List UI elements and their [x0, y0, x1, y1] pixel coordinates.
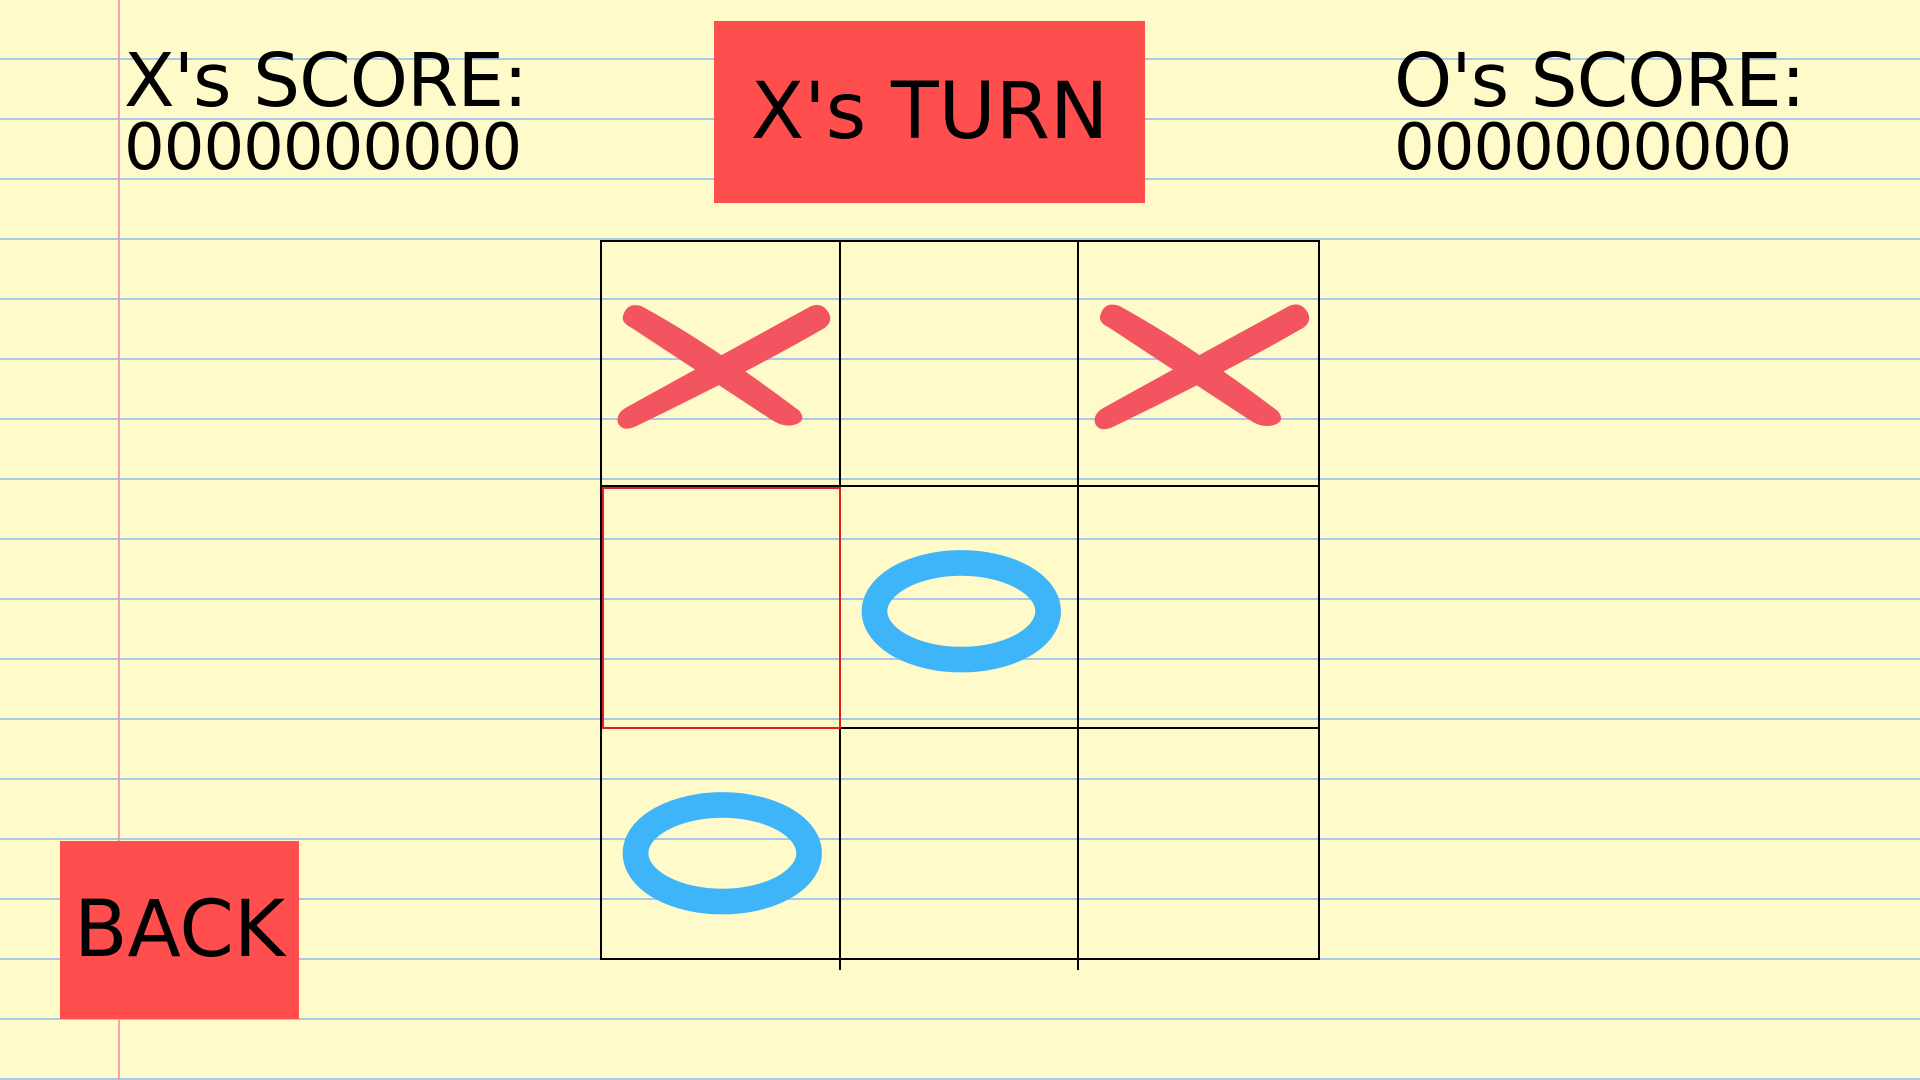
board-cell[interactable] — [840, 486, 1080, 730]
x-score-value: 0000000000 — [124, 111, 522, 185]
o-mark-icon — [602, 729, 839, 970]
o-score-panel: O's SCORE: 0000000000 — [1394, 38, 1806, 185]
board-cell[interactable] — [840, 242, 1080, 487]
back-button[interactable]: BACK — [60, 841, 299, 1019]
turn-indicator: X's TURN — [714, 21, 1145, 203]
x-score-label: X's SCORE: — [124, 38, 528, 124]
game-board — [600, 240, 1320, 970]
board-cell[interactable] — [1079, 242, 1318, 487]
x-score-panel: X's SCORE: 0000000000 — [124, 38, 528, 185]
board-cell[interactable] — [602, 729, 841, 970]
board-cell[interactable] — [841, 729, 1080, 970]
board-cell[interactable] — [602, 242, 841, 487]
o-mark-icon — [841, 487, 1078, 728]
board-cell-selected[interactable] — [602, 486, 841, 730]
x-mark-icon — [1079, 242, 1318, 485]
o-score-value: 0000000000 — [1394, 111, 1792, 185]
board-cell[interactable] — [1079, 729, 1318, 970]
board-cell[interactable] — [1079, 487, 1318, 730]
x-mark-icon — [602, 242, 839, 485]
paper-margin-line — [118, 0, 120, 1080]
o-score-label: O's SCORE: — [1394, 38, 1806, 124]
